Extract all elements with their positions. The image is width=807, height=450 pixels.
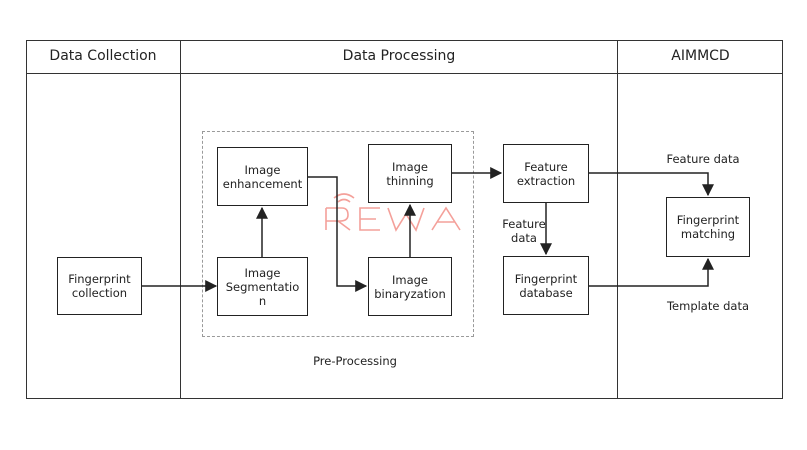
column-divider-2 bbox=[617, 40, 618, 399]
fingerprint-matching-box: Fingerprint matching bbox=[666, 197, 750, 257]
column-divider-1 bbox=[180, 40, 181, 399]
pre-processing-group bbox=[202, 131, 474, 337]
diagram-frame bbox=[26, 40, 783, 399]
feature-data-label: Feature data bbox=[666, 152, 740, 166]
arrow-extraction-to-matching bbox=[589, 172, 714, 197]
image-enhancement-box: Image enhancement bbox=[217, 147, 308, 206]
feature-extraction-box: Feature extraction bbox=[503, 144, 589, 203]
rewa-watermark-logo bbox=[325, 193, 461, 232]
fingerprint-database-box: Fingerprint database bbox=[503, 256, 589, 315]
arrow-enhancement-to-binaryzation bbox=[308, 176, 368, 292]
fingerprint-collection-box: Fingerprint collection bbox=[57, 257, 142, 315]
pre-processing-label: Pre-Processing bbox=[313, 354, 397, 368]
column-header-data-processing: Data Processing bbox=[342, 48, 456, 64]
template-data-label: Template data bbox=[666, 299, 750, 313]
arrow-database-to-matching bbox=[589, 257, 714, 287]
column-header-data-collection: Data Collection bbox=[49, 48, 157, 64]
header-divider bbox=[26, 73, 783, 74]
image-binaryzation-box: Image binaryzation bbox=[368, 257, 452, 316]
feature-data-vertical-label: Feature data bbox=[502, 217, 546, 245]
image-segmentation-box: Image Segmentatio n bbox=[217, 257, 308, 316]
image-thinning-box: Image thinning bbox=[368, 144, 452, 203]
column-header-aimmcd: AIMMCD bbox=[671, 48, 730, 64]
